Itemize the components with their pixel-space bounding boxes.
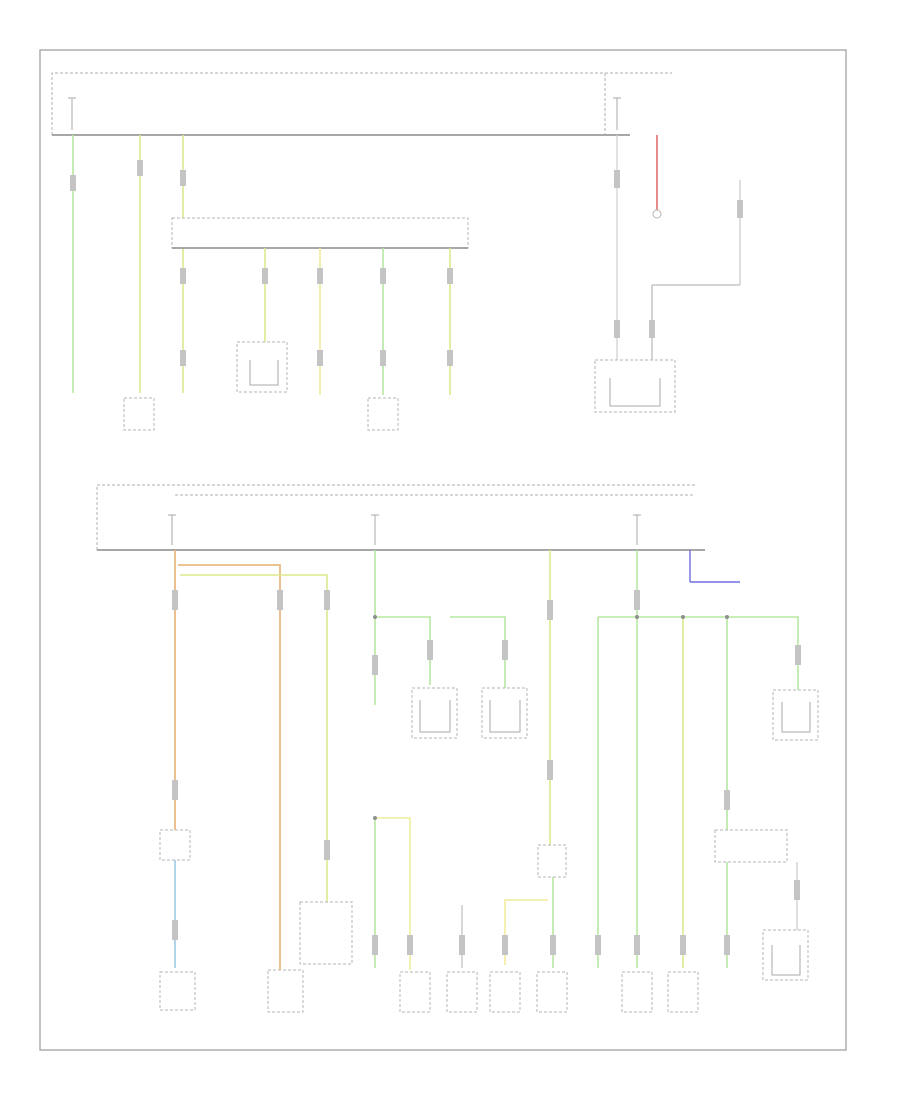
connector-icons-bottom [172,590,801,955]
underhood-fuse-box-outline [51,72,605,136]
fuse-icon [168,514,176,545]
top-section [51,72,743,431]
relay-icon [781,702,811,733]
component-box [236,341,288,393]
connector-icons-top [70,160,453,366]
junction-connector-box [714,829,788,863]
wire-green-5 [375,616,431,685]
wire-gray-2 [651,284,740,370]
wire-yellow-15 [375,817,411,970]
component-box [123,397,155,431]
wire-yellow-6 [180,574,328,905]
relay-icon [489,700,521,733]
wire-green-11 [598,616,799,690]
fuse-icon [613,97,621,130]
fuse-icon [68,97,76,130]
fuse-icon [633,514,641,545]
wire-yellow-8 [504,899,548,965]
splice-icons [373,615,729,820]
fuse-icon [371,514,379,545]
bottom-components [159,901,699,1013]
fuse-box-outline-bottom [96,484,695,550]
diagram-frame [39,49,847,1051]
relay-icon [249,360,279,386]
component-box [594,359,676,413]
bottom-section [96,484,819,1013]
wire-green-6 [450,616,506,690]
component-box [367,397,399,431]
right-fuse-box-outline [604,72,672,135]
relay-icon [419,700,451,733]
relay-box [762,929,809,981]
relay-icon [609,378,661,407]
component-box [159,829,191,861]
control-module-box [537,844,567,878]
junction-block-outline [171,217,469,249]
ground-icon [652,209,662,219]
connector-icons-top-right [614,170,743,338]
relay-icon [771,945,801,976]
wire-orange-2 [178,564,281,970]
